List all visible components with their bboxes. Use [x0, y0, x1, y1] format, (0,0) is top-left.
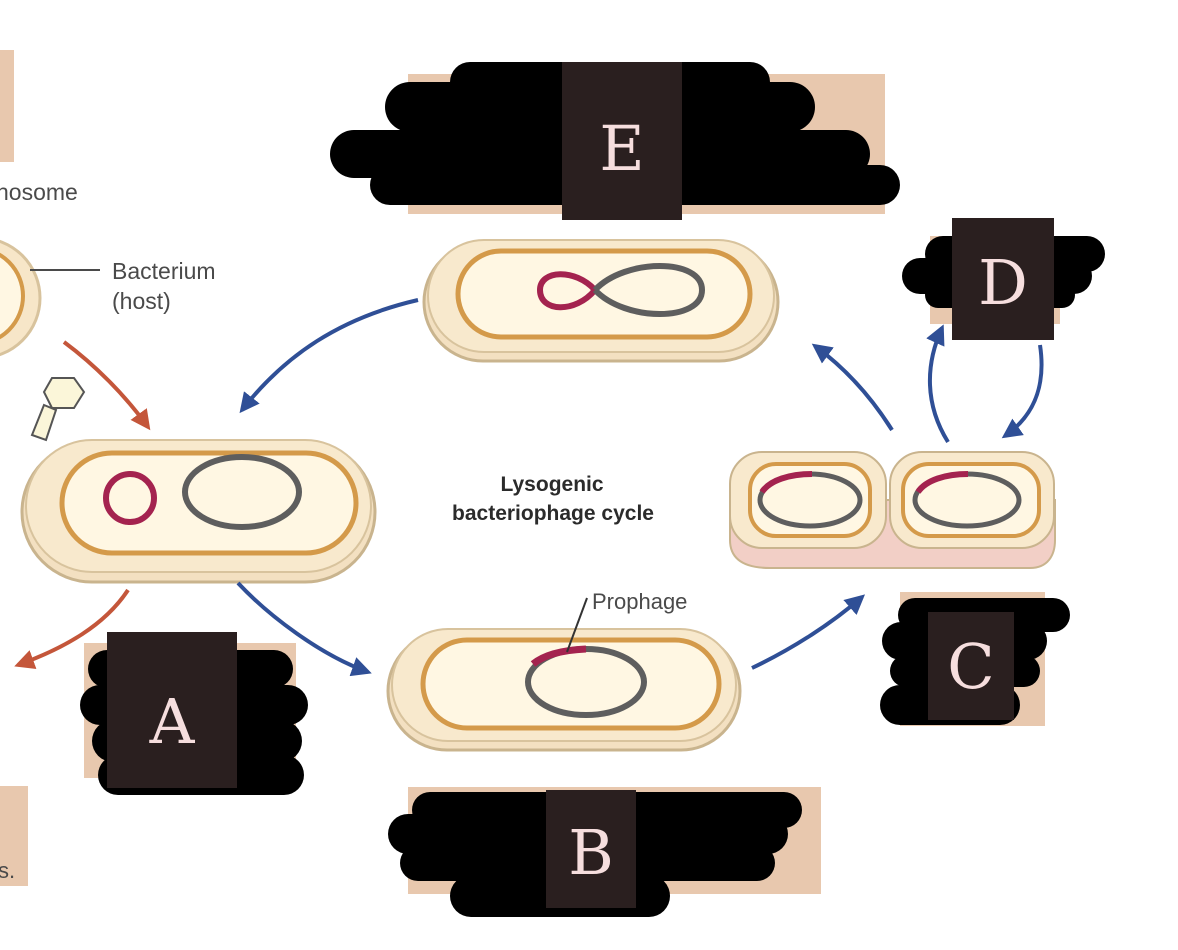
- arrow-division-up: [811, 343, 894, 432]
- arrow-to-infected: [239, 298, 419, 414]
- chromosome-loop: [592, 263, 706, 317]
- arrow-to-prophage: [236, 581, 372, 677]
- prophage-label: Prophage: [592, 589, 687, 614]
- prophage-segment: [530, 645, 587, 667]
- letter-box-e: E: [562, 62, 682, 220]
- cell-excision: [422, 239, 780, 363]
- arrow-loop-down: [1001, 344, 1044, 439]
- diagram-title-line2: bacteriophage cycle: [452, 502, 654, 525]
- viral-dna-loop: [536, 271, 598, 311]
- cell-prophage: [386, 597, 742, 752]
- arrow-infection-in: [62, 340, 151, 431]
- label-box-top-left: [0, 50, 14, 162]
- letter-box-d: D: [952, 218, 1054, 340]
- cell-infected: [20, 439, 377, 584]
- viral-dna-circle: [103, 471, 157, 525]
- letter-box-c: C: [928, 612, 1014, 720]
- cell-dividing: [729, 451, 1056, 569]
- letter-box-a: A: [107, 632, 237, 788]
- prophage-leader-line: [566, 597, 588, 653]
- label-box-bottom-left: [0, 786, 28, 886]
- letter-a: A: [149, 685, 196, 758]
- arrow-to-division: [751, 594, 866, 670]
- bacterium-label: Bacterium: [112, 258, 216, 284]
- bacterial-chromosome: [182, 454, 302, 530]
- letter-box-b: B: [546, 790, 636, 908]
- cell-partial-left: [0, 239, 42, 357]
- chromosome-label-fragment: nosome: [0, 179, 78, 205]
- letter-d: D: [978, 246, 1028, 319]
- letter-b: B: [568, 816, 614, 889]
- phage-icon: [30, 377, 86, 442]
- arrow-lytic-out: [14, 588, 130, 669]
- arrow-loop-up: [926, 324, 950, 444]
- diagram-title-line1: Lysogenic: [500, 473, 603, 496]
- caption-fragment: s.: [0, 858, 15, 883]
- letter-e: E: [599, 112, 644, 185]
- letter-c: C: [947, 630, 994, 703]
- host-label: (host): [112, 288, 171, 314]
